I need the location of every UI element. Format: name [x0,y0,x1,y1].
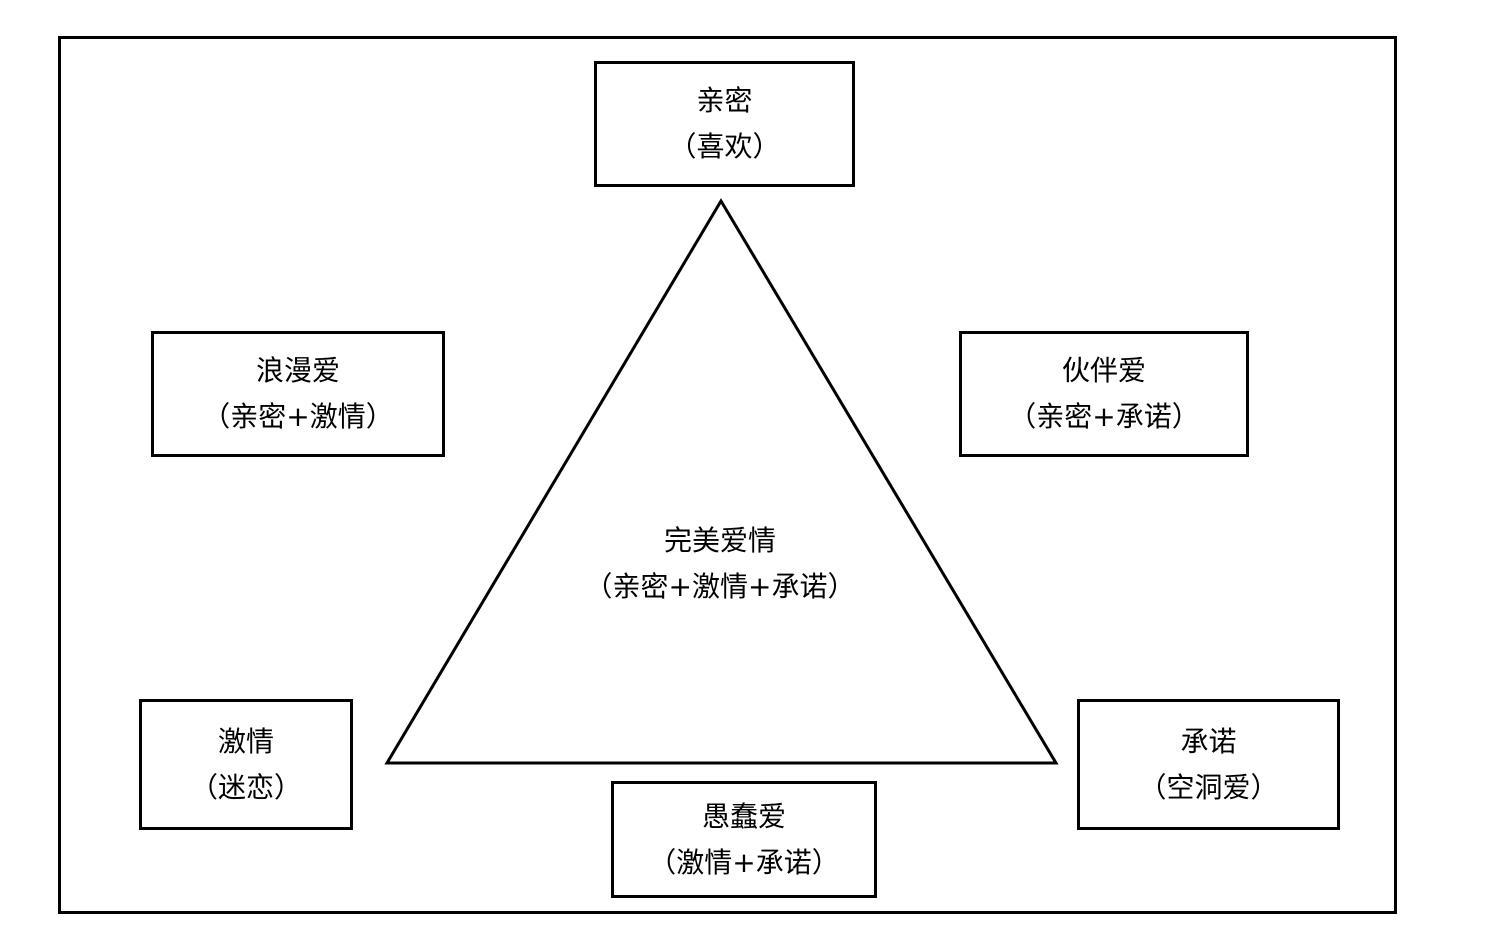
fatuous-love-subtitle: （激情+承诺） [648,845,840,879]
intimacy-subtitle: （喜欢） [668,130,781,163]
commitment-title: 承诺 [1180,724,1237,758]
fatuous-love-title: 愚蠢爱 [701,799,786,833]
consummate-love-title: 完美爱情 [663,524,776,557]
companionate-love-title: 伙伴爱 [1061,354,1146,387]
romantic-love-title: 浪漫爱 [255,354,340,387]
passion-title: 激情 [217,724,274,758]
consummate-love-label: 完美爱情 （亲密+激情+承诺） [520,518,920,610]
consummate-love-subtitle: （亲密+激情+承诺） [584,570,856,603]
passion-subtitle: （迷恋） [189,770,302,804]
diagram-frame [58,36,1397,914]
commitment-subtitle: （空洞爱） [1138,770,1279,804]
intimacy-box: 亲密 （喜欢） [594,61,855,187]
love-triangle [384,198,1059,765]
romantic-love-subtitle: （亲密+激情） [202,400,394,433]
romantic-love-box: 浪漫爱 （亲密+激情） [151,331,445,457]
intimacy-title: 亲密 [696,84,753,117]
companionate-love-box: 伙伴爱 （亲密+承诺） [959,331,1249,457]
commitment-box: 承诺 （空洞爱） [1077,699,1340,830]
passion-box: 激情 （迷恋） [139,699,353,830]
fatuous-love-box: 愚蠢爱 （激情+承诺） [611,781,877,898]
companionate-love-subtitle: （亲密+承诺） [1008,400,1200,433]
